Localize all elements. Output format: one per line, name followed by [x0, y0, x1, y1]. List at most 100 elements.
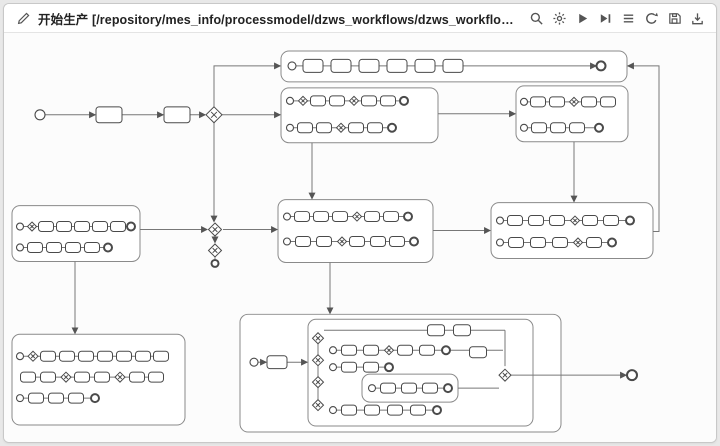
end-event[interactable] — [625, 215, 635, 226]
task-node[interactable] — [386, 58, 408, 73]
edit-icon[interactable] — [14, 9, 32, 27]
end-event[interactable] — [409, 236, 419, 247]
task-node[interactable] — [46, 241, 62, 253]
gateway-node[interactable] — [569, 215, 581, 226]
end-event[interactable] — [399, 95, 409, 106]
gateway-node[interactable] — [383, 345, 395, 356]
task-node[interactable] — [387, 404, 403, 416]
task-node[interactable] — [330, 58, 352, 73]
end-event[interactable] — [103, 242, 113, 253]
task-node[interactable] — [380, 382, 396, 394]
start-event[interactable] — [328, 346, 338, 355]
task-node[interactable] — [48, 392, 64, 404]
task-node[interactable] — [129, 371, 145, 383]
play-icon[interactable] — [573, 9, 591, 27]
task-node[interactable] — [297, 122, 313, 134]
end-event[interactable] — [443, 383, 453, 394]
task-node[interactable] — [364, 211, 380, 223]
task-node[interactable] — [549, 96, 565, 108]
search-icon[interactable] — [527, 9, 545, 27]
task-node[interactable] — [427, 324, 445, 337]
start-event[interactable] — [285, 96, 295, 105]
task-node[interactable] — [453, 324, 471, 337]
end-event[interactable] — [403, 211, 413, 222]
task-node[interactable] — [65, 241, 81, 253]
task-node[interactable] — [97, 350, 113, 362]
task-node[interactable] — [383, 211, 399, 223]
start-event[interactable] — [287, 61, 297, 71]
task-node[interactable] — [363, 344, 379, 356]
gateway-node[interactable] — [348, 95, 360, 107]
end-event[interactable] — [210, 258, 220, 268]
task-node[interactable] — [148, 371, 164, 383]
gateway-node[interactable] — [572, 237, 584, 248]
gateway-node[interactable] — [311, 398, 325, 412]
gateway-node[interactable] — [498, 368, 512, 382]
gateway-node[interactable] — [26, 221, 38, 232]
task-node[interactable] — [363, 361, 379, 373]
start-event[interactable] — [15, 222, 25, 231]
subprocess-container[interactable] — [280, 87, 439, 144]
task-node[interactable] — [40, 350, 56, 362]
end-event[interactable] — [387, 122, 397, 133]
task-node[interactable] — [20, 371, 36, 383]
task-node[interactable] — [364, 404, 380, 416]
task-node[interactable] — [116, 350, 132, 362]
task-node[interactable] — [389, 236, 405, 247]
start-event[interactable] — [367, 384, 377, 393]
task-node[interactable] — [310, 95, 326, 107]
start-event[interactable] — [15, 394, 25, 403]
gateway-node[interactable] — [336, 236, 348, 247]
gateway-node[interactable] — [114, 371, 126, 383]
start-event[interactable] — [285, 123, 295, 132]
end-event[interactable] — [441, 345, 451, 356]
task-node[interactable] — [349, 236, 365, 247]
task-node[interactable] — [586, 237, 602, 248]
start-event[interactable] — [328, 363, 338, 372]
start-event[interactable] — [519, 97, 529, 106]
task-node[interactable] — [414, 58, 436, 73]
task-node[interactable] — [419, 344, 435, 356]
step-forward-icon[interactable] — [596, 9, 614, 27]
task-node[interactable] — [508, 237, 524, 248]
task-node[interactable] — [507, 215, 523, 227]
gateway-node[interactable] — [568, 96, 580, 108]
task-node[interactable] — [341, 361, 357, 373]
start-event[interactable] — [328, 406, 338, 415]
start-event[interactable] — [495, 216, 505, 225]
task-node[interactable] — [582, 215, 598, 227]
task-node[interactable] — [59, 350, 75, 362]
task-node[interactable] — [110, 221, 126, 233]
task-node[interactable] — [530, 96, 546, 108]
task-node[interactable] — [92, 221, 108, 233]
gateway-node[interactable] — [60, 371, 72, 383]
gateway-node[interactable] — [207, 222, 223, 237]
start-event[interactable] — [15, 243, 25, 252]
task-node[interactable] — [68, 392, 84, 404]
start-event[interactable] — [282, 237, 292, 246]
task-node[interactable] — [74, 221, 90, 233]
gateway-node[interactable] — [27, 350, 39, 362]
list-icon[interactable] — [619, 9, 637, 27]
task-node[interactable] — [329, 95, 345, 107]
diagram-canvas[interactable] — [4, 33, 716, 442]
export-icon[interactable] — [688, 9, 706, 27]
task-node[interactable] — [367, 122, 383, 134]
task-node[interactable] — [316, 122, 332, 134]
start-event[interactable] — [249, 357, 259, 367]
end-event[interactable] — [90, 393, 100, 404]
start-event[interactable] — [282, 212, 292, 221]
task-node[interactable] — [380, 95, 396, 107]
end-event[interactable] — [626, 369, 638, 382]
task-node[interactable] — [332, 211, 348, 223]
task-node[interactable] — [78, 350, 94, 362]
task-node[interactable] — [40, 371, 56, 383]
task-node[interactable] — [422, 382, 438, 394]
end-event[interactable] — [384, 362, 394, 373]
task-node[interactable] — [530, 237, 546, 248]
subprocess-container[interactable] — [515, 85, 629, 143]
task-node[interactable] — [410, 404, 426, 416]
task-node[interactable] — [603, 215, 619, 227]
task-node[interactable] — [341, 404, 357, 416]
task-node[interactable] — [266, 355, 288, 370]
